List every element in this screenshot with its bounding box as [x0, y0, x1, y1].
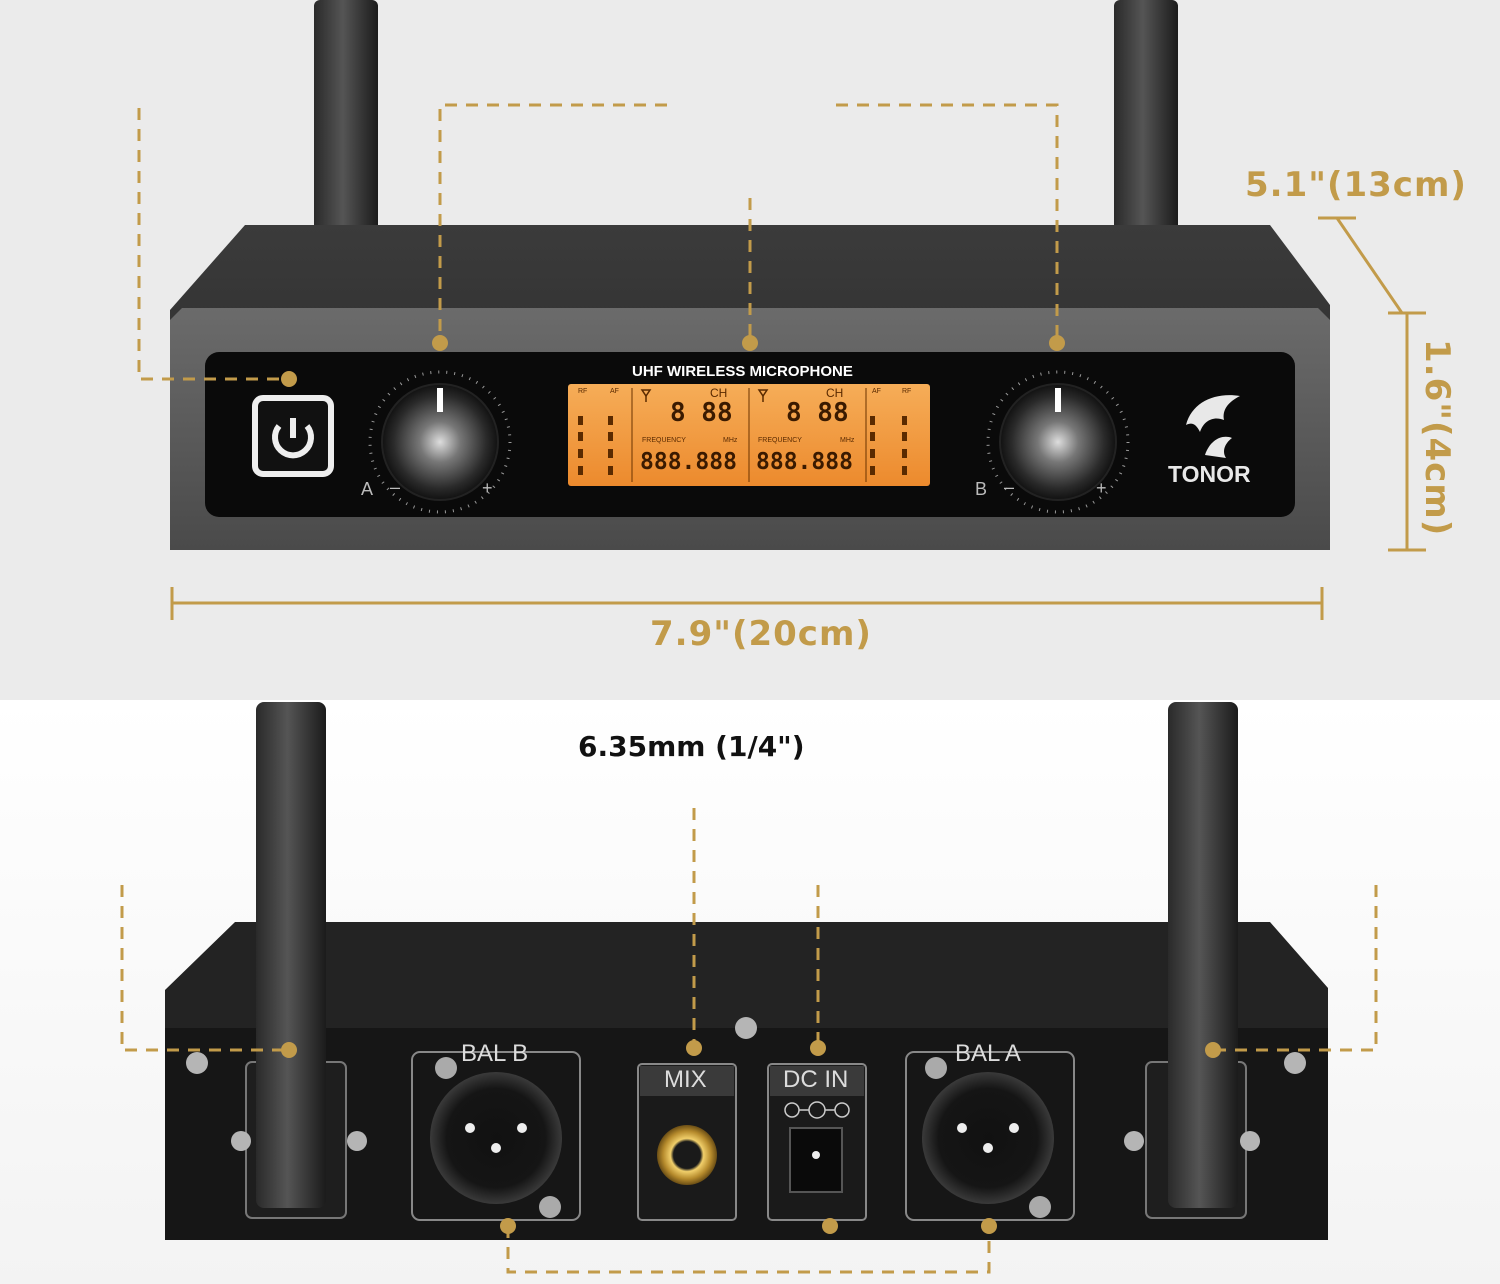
lcd-mhz-label-b: MHz — [840, 437, 855, 444]
lcd-frequency-a: 888.888 — [640, 449, 737, 475]
dc-in-jack[interactable] — [767, 1063, 867, 1221]
antenna-signal-icon — [640, 389, 769, 402]
lcd-frequency-b: 888.888 — [756, 449, 853, 475]
knob-b-label: B — [975, 479, 988, 499]
polarity-icon — [784, 1101, 850, 1119]
dc-in-label: DC IN — [783, 1066, 849, 1093]
bal-b-label: BAL B — [461, 1040, 529, 1067]
volume-knob-a[interactable] — [368, 370, 512, 514]
mix-label: MIX — [664, 1066, 707, 1093]
rear-screws — [186, 1017, 1306, 1151]
lcd-af-label-left: AF — [610, 388, 619, 395]
lcd-channel-b: 8 88 — [786, 398, 849, 428]
xlr-output-bal-b[interactable] — [411, 1051, 581, 1221]
lcd-title: UHF WIRELESS MICROPHONE — [632, 363, 853, 380]
volume-knob-b[interactable] — [986, 370, 1130, 514]
depth-dimension-label: 5.1"(13cm) — [1245, 165, 1467, 205]
jack-size-label: 6.35mm (1/4") — [578, 730, 805, 763]
callout-dots — [281, 335, 1221, 1234]
height-dimension-label: 1.6"(4cm) — [1417, 339, 1457, 537]
lcd-display — [568, 384, 930, 486]
tonor-logo-icon — [1186, 395, 1240, 458]
lcd-mhz-label-a: MHz — [723, 437, 738, 444]
knob-b-plus: + — [1096, 478, 1107, 498]
knob-b-minus: – — [1004, 477, 1015, 497]
lcd-ch-label-a: CH — [710, 386, 728, 400]
width-dimension-label: 7.9"(20cm) — [650, 614, 872, 654]
rear-antenna-left — [256, 702, 326, 1208]
lcd-rf-label-right: RF — [902, 388, 912, 395]
brand-name: TONOR — [1168, 461, 1251, 487]
mix-jack-6-35mm[interactable] — [637, 1063, 737, 1221]
callout-leaders — [120, 103, 1378, 1274]
lcd-channel-a: 8 88 — [670, 398, 733, 428]
xlr-output-bal-a[interactable] — [905, 1051, 1075, 1221]
knob-a-minus: – — [390, 477, 401, 497]
power-button[interactable] — [252, 395, 334, 477]
rear-antenna-right — [1168, 702, 1238, 1208]
lcd-af-label-right: AF — [872, 388, 881, 395]
front-antenna-left — [314, 0, 378, 250]
lcd-ch-label-b: CH — [826, 386, 844, 400]
bal-a-label: BAL A — [955, 1040, 1021, 1067]
lcd-rf-label-left: RF — [578, 388, 588, 395]
lcd-level-bars — [578, 416, 907, 475]
front-antenna-right — [1114, 0, 1178, 250]
knob-a-plus: + — [482, 478, 493, 498]
dimension-lines — [170, 216, 1426, 620]
lcd-frequency-label-a: FREQUENCY — [642, 437, 686, 444]
knob-a-label: A — [361, 479, 374, 499]
lcd-frequency-label-b: FREQUENCY — [758, 437, 802, 444]
